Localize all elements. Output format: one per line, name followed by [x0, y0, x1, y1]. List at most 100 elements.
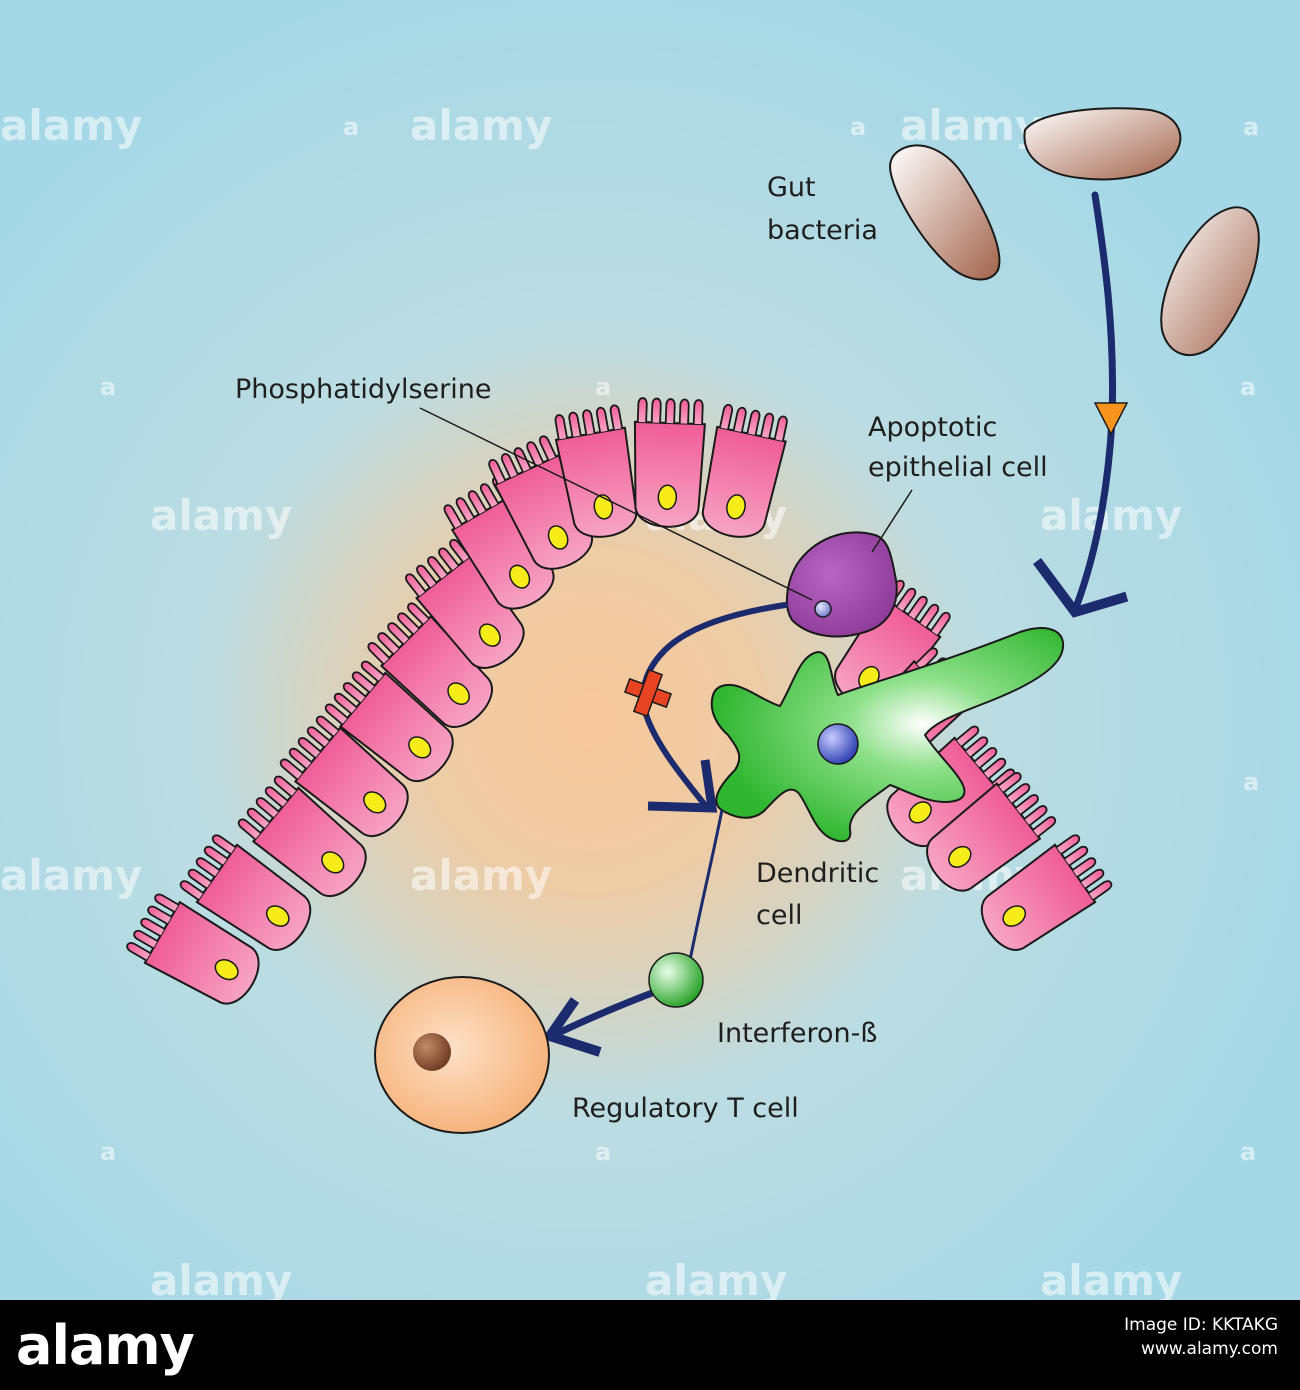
- microvilli: [488, 435, 559, 486]
- microvilli: [953, 725, 1016, 793]
- footer-image-id: Image ID: KKTAKG: [1124, 1315, 1278, 1335]
- watermark-letter: a: [1243, 113, 1259, 141]
- watermark-letter: a: [850, 113, 866, 141]
- bacterium-top: [1023, 107, 1182, 181]
- epithelial-cell: [279, 715, 409, 837]
- watermark-letter: a: [1240, 373, 1256, 401]
- watermark-word: alamy: [645, 1256, 787, 1300]
- epithelial-nucleus: [321, 851, 345, 874]
- epithelial-cell: [237, 775, 367, 897]
- dendritic-cell: [710, 627, 1065, 843]
- microvilli: [405, 538, 473, 599]
- microvilli: [634, 397, 705, 426]
- epithelial-nucleus: [593, 494, 614, 520]
- epithelial-cell: [126, 893, 260, 1005]
- microvilli: [717, 404, 788, 443]
- epithelial-cell: [633, 397, 706, 528]
- epithelial-cell: [980, 834, 1113, 951]
- watermark-letter: a: [343, 113, 359, 141]
- footer-url[interactable]: www.alamy.com: [1140, 1339, 1278, 1359]
- label-phosphatidylserine: Phosphatidylserine: [235, 374, 492, 405]
- arrowhead: [647, 759, 718, 813]
- watermark-letter: a: [595, 373, 611, 401]
- epithelial-nucleus: [408, 736, 432, 759]
- diagram: alamy alamy alamy alamy alamy alamy alamy alamy…: [0, 0, 1300, 1300]
- epithelial-nucleus: [726, 494, 746, 520]
- epithelial-nucleus: [265, 905, 290, 927]
- regulatory-t-cell: [374, 976, 550, 1134]
- epithelial-cell: [701, 404, 788, 538]
- epithelial-cell: [554, 404, 638, 538]
- t-cell-nucleus: [413, 1033, 451, 1071]
- epithelial-nucleus: [547, 525, 569, 550]
- watermark-word: alamy: [1040, 491, 1182, 540]
- watermark-word: alamy: [410, 101, 552, 150]
- triangle-marker-icon: [1093, 402, 1129, 436]
- epithelial-nucleus: [363, 791, 387, 814]
- watermark-word: alamy: [0, 101, 142, 150]
- label-gut-bacteria-line1: Gut: [767, 172, 816, 203]
- label-gut-bacteria-line2: bacteria: [767, 215, 878, 246]
- watermark-letter: a: [1243, 768, 1259, 796]
- watermark-letter: a: [100, 1138, 116, 1166]
- epithelial-cell: [179, 834, 312, 951]
- epithelial-nucleus: [447, 682, 470, 705]
- microvilli: [279, 715, 342, 783]
- microvilli: [237, 775, 300, 843]
- watermark-word: alamy: [900, 101, 1042, 150]
- microvilli: [996, 772, 1057, 840]
- phosphatidylserine-marker: [814, 600, 832, 618]
- watermark-word: alamy: [150, 1256, 292, 1300]
- epithelial-cell: [405, 538, 525, 669]
- watermark-word: alamy: [410, 851, 552, 900]
- stock-footer: alamy Image ID: KKTAKG www.alamy.com: [0, 1300, 1300, 1390]
- microvilli: [324, 660, 387, 728]
- epithelial-nucleus: [214, 959, 239, 981]
- watermark-word: alamy: [0, 851, 142, 900]
- watermark-word: alamy: [150, 491, 292, 540]
- epithelial-nucleus: [478, 623, 501, 647]
- footer-logo: alamy: [16, 1314, 195, 1377]
- label-interferon-beta: Interferon-ß: [717, 1018, 877, 1049]
- microvilli: [1054, 834, 1113, 903]
- watermark-word: alamy: [1040, 1256, 1182, 1300]
- gut-bacteria: [889, 107, 1260, 357]
- arrowhead: [542, 997, 602, 1057]
- apoptotic-epithelial-cell: [785, 531, 898, 638]
- epithelial-nucleus: [908, 801, 932, 824]
- watermark-letter: a: [1240, 1138, 1256, 1166]
- microvilli: [126, 893, 181, 964]
- epithelial-nucleus: [948, 845, 972, 868]
- inhibition-x-icon: [623, 668, 673, 718]
- apoptotic-pointer: [871, 489, 913, 553]
- label-apoptotic-line2: epithelial cell: [868, 452, 1048, 483]
- watermarks: alamy alamy alamy alamy alamy alamy alamy alamy…: [0, 101, 1259, 1300]
- footer-info: Image ID: KKTAKG www.alamy.com: [1124, 1314, 1278, 1362]
- microvilli: [179, 834, 238, 903]
- bacterium-left: [889, 144, 1001, 281]
- background: [0, 0, 1300, 1300]
- microvilli: [554, 404, 626, 441]
- interferon-arrow: [542, 809, 724, 1057]
- bacteria-signal-arrow: [1033, 191, 1129, 618]
- microvilli: [367, 602, 432, 667]
- interferon-beta-particle: [648, 952, 704, 1008]
- bacterium-right: [1160, 206, 1260, 357]
- arrowhead: [1033, 558, 1129, 618]
- epithelial-cell: [324, 660, 454, 782]
- epithelial-nucleus: [1002, 905, 1027, 927]
- label-dendritic-line1: Dendritic: [756, 858, 879, 889]
- phosphatidylserine-arrow: [623, 602, 788, 813]
- label-regulatory-t-cell: Regulatory T cell: [572, 1093, 799, 1124]
- epithelial-cell: [926, 772, 1057, 892]
- watermark-letter: a: [595, 1138, 611, 1166]
- watermark-letter: a: [100, 373, 116, 401]
- label-apoptotic-line1: Apoptotic: [868, 412, 997, 443]
- epithelial-cell: [367, 602, 493, 728]
- epithelial-nucleus: [657, 484, 678, 510]
- dendritic-nucleus: [817, 723, 859, 765]
- label-dendritic-line2: cell: [756, 900, 802, 931]
- microvilli: [882, 579, 951, 638]
- epithelial-nucleus: [509, 564, 531, 589]
